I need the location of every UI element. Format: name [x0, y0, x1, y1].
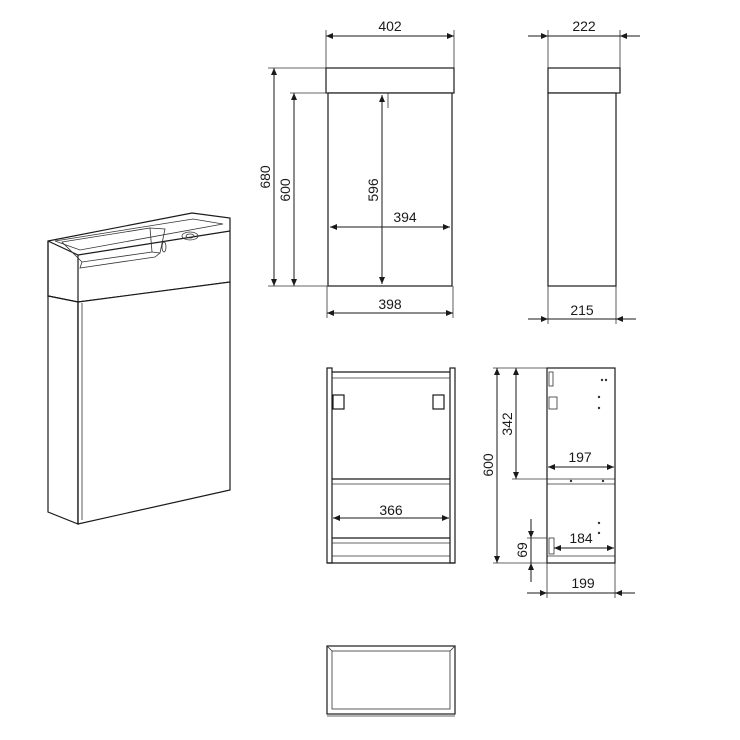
dim-lower-depth: 184: [569, 530, 593, 546]
plan-view: [326, 645, 456, 717]
open-side-view: 600 342 197 184 69 199: [480, 367, 635, 598]
dim-overall-height: 680: [257, 165, 273, 189]
dim-upper-depth: 197: [568, 449, 592, 465]
dim-inner-height: 596: [365, 178, 381, 202]
dim-overall-width: 402: [378, 18, 402, 34]
front-view: 402 680 600 596 394 398: [257, 18, 455, 318]
dim-plinth-height: 69: [514, 542, 530, 558]
dim-shelf-width: 366: [379, 502, 403, 518]
dim-open-total-height: 600: [480, 453, 496, 477]
dim-base-width: 398: [378, 296, 402, 312]
dim-upper-height: 342: [499, 412, 515, 436]
dim-open-base-depth: 199: [571, 575, 595, 591]
dim-top-depth: 222: [572, 18, 596, 34]
isometric-cabinet-view: [47, 212, 231, 525]
dim-base-depth: 215: [570, 302, 594, 318]
dim-cabinet-height: 600: [277, 178, 293, 202]
dim-inner-width: 394: [393, 209, 417, 225]
open-front-view: 366: [326, 367, 456, 564]
side-view: 222 215: [528, 18, 640, 324]
